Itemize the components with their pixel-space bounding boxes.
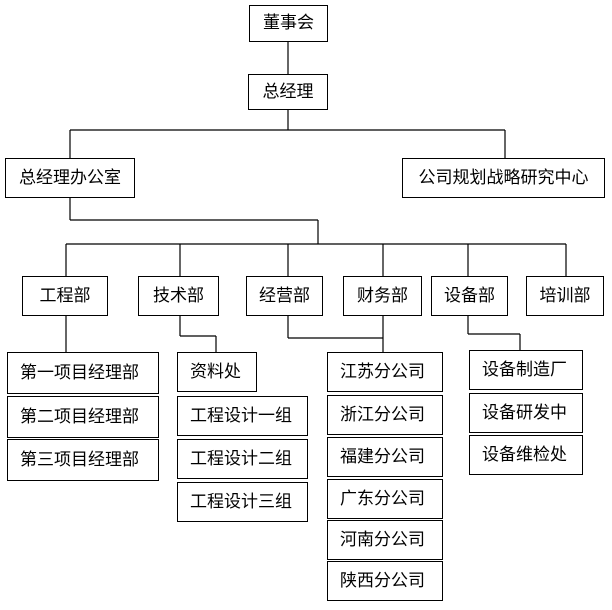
dept-finance: 财务部 <box>343 276 422 316</box>
equipment-rnd: 设备研发中 <box>469 393 583 433</box>
branch-fujian: 福建分公司 <box>327 437 443 477</box>
design-group-1: 工程设计一组 <box>177 396 308 436</box>
dept-equipment: 设备部 <box>431 276 508 316</box>
strategy-center-node: 公司规划战略研究中心 <box>402 158 605 198</box>
records-office: 资料处 <box>177 352 257 392</box>
branch-zhejiang: 浙江分公司 <box>327 395 443 435</box>
dept-operations: 经营部 <box>246 276 323 316</box>
equipment-factory: 设备制造厂 <box>469 350 583 390</box>
dept-technology: 技术部 <box>138 276 219 316</box>
equipment-maintenance: 设备维检处 <box>469 435 583 475</box>
branch-shaanxi: 陕西分公司 <box>327 561 443 601</box>
gm-office-node: 总经理办公室 <box>5 158 135 198</box>
branch-jiangsu: 江苏分公司 <box>327 352 443 392</box>
dept-engineering: 工程部 <box>22 276 108 316</box>
dept-training: 培训部 <box>526 276 604 316</box>
board-node: 董事会 <box>249 5 328 42</box>
project-dept-2: 第二项目经理部 <box>7 396 159 438</box>
design-group-3: 工程设计三组 <box>177 482 308 522</box>
branch-henan: 河南分公司 <box>327 520 443 560</box>
project-dept-3: 第三项目经理部 <box>7 439 159 481</box>
gm-node: 总经理 <box>248 74 328 110</box>
branch-guangdong: 广东分公司 <box>327 479 443 519</box>
project-dept-1: 第一项目经理部 <box>7 352 159 394</box>
design-group-2: 工程设计二组 <box>177 439 308 479</box>
